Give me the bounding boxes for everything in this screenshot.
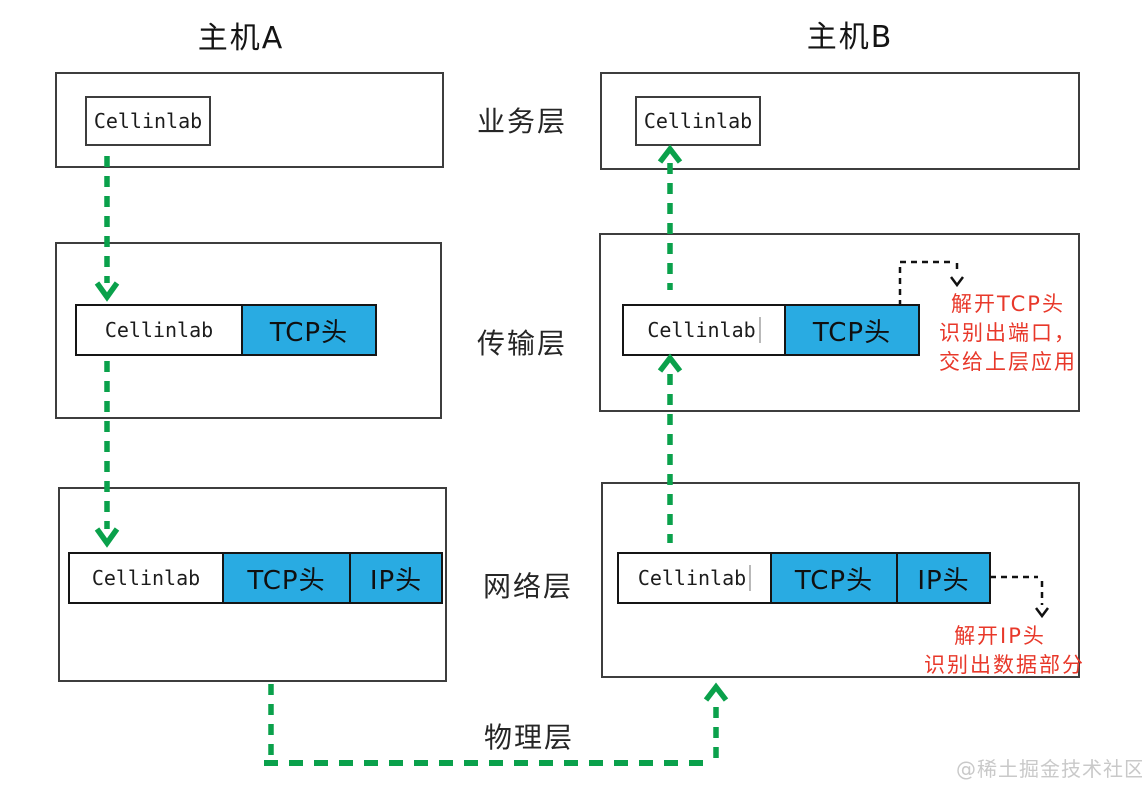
tcp-unpack-line-2: 识别出端口， xyxy=(939,321,1077,345)
tcp-header-label: TCP头 xyxy=(247,565,326,596)
host-b-network-tcp-header-cell: TCP头 xyxy=(770,554,896,602)
tcp-unpack-annotation: 解开TCP头 识别出端口， 交给上层应用 xyxy=(938,290,1078,377)
payload-label: Cellinlab xyxy=(91,566,201,590)
host-b-business-packet: Cellinlab xyxy=(635,96,761,146)
tcp-unpack-line-1: 解开TCP头 xyxy=(951,292,1065,316)
layer-label-network: 网络层 xyxy=(482,570,573,603)
host-b-title: 主机B xyxy=(806,20,894,55)
host-a-network-tcp-header-cell: TCP头 xyxy=(222,554,349,602)
layer-label-transport: 传输层 xyxy=(476,327,567,360)
tcp-header-label: TCP头 xyxy=(269,317,349,348)
tcp-header-label: TCP头 xyxy=(794,565,874,596)
host-a-business-packet: Cellinlab xyxy=(85,96,211,146)
ip-header-label: IP头 xyxy=(369,565,423,596)
ip-header-label: IP头 xyxy=(917,565,970,596)
text-cursor-artifact xyxy=(758,317,761,343)
host-b-transport-payload-cell: Cellinlab xyxy=(624,306,784,354)
host-b-network-ip-header-cell: IP头 xyxy=(896,554,989,602)
host-b-transport-packet: Cellinlab TCP头 xyxy=(622,304,920,356)
payload-label: Cellinlab xyxy=(637,566,747,590)
host-b-business-payload-label: Cellinlab xyxy=(643,109,753,133)
tcp-unpack-line-3: 交给上层应用 xyxy=(939,350,1077,374)
host-a-network-ip-header-cell: IP头 xyxy=(349,554,441,602)
host-a-transport-payload-cell: Cellinlab xyxy=(77,306,241,354)
payload-label: Cellinlab xyxy=(647,318,756,342)
layer-label-business: 业务层 xyxy=(476,105,567,138)
host-b-transport-tcp-header-cell: TCP头 xyxy=(784,306,918,354)
ip-unpack-annotation: 解开IP头 识别出数据部分 xyxy=(924,622,1085,680)
tcp-header-label: TCP头 xyxy=(812,317,892,348)
host-b-network-packet: Cellinlab TCP头 IP头 xyxy=(617,552,991,604)
ip-unpack-line-2: 识别出数据部分 xyxy=(924,653,1085,677)
ip-unpack-line-1: 解开IP头 xyxy=(954,624,1046,648)
host-a-transport-packet: Cellinlab TCP头 xyxy=(75,304,377,356)
host-a-network-payload-cell: Cellinlab xyxy=(70,554,222,602)
text-cursor-artifact xyxy=(749,565,752,591)
host-b-network-payload-cell: Cellinlab xyxy=(619,554,770,602)
host-a-title: 主机A xyxy=(197,21,285,56)
watermark: @稀土掘金技术社区 xyxy=(956,757,1142,781)
layer-label-physical: 物理层 xyxy=(483,721,574,754)
host-a-transport-tcp-header-cell: TCP头 xyxy=(241,306,375,354)
host-a-business-payload-label: Cellinlab xyxy=(93,109,203,133)
payload-label: Cellinlab xyxy=(104,318,214,342)
arrow-up-icon xyxy=(703,682,729,702)
host-a-network-packet: Cellinlab TCP头 IP头 xyxy=(68,552,443,604)
